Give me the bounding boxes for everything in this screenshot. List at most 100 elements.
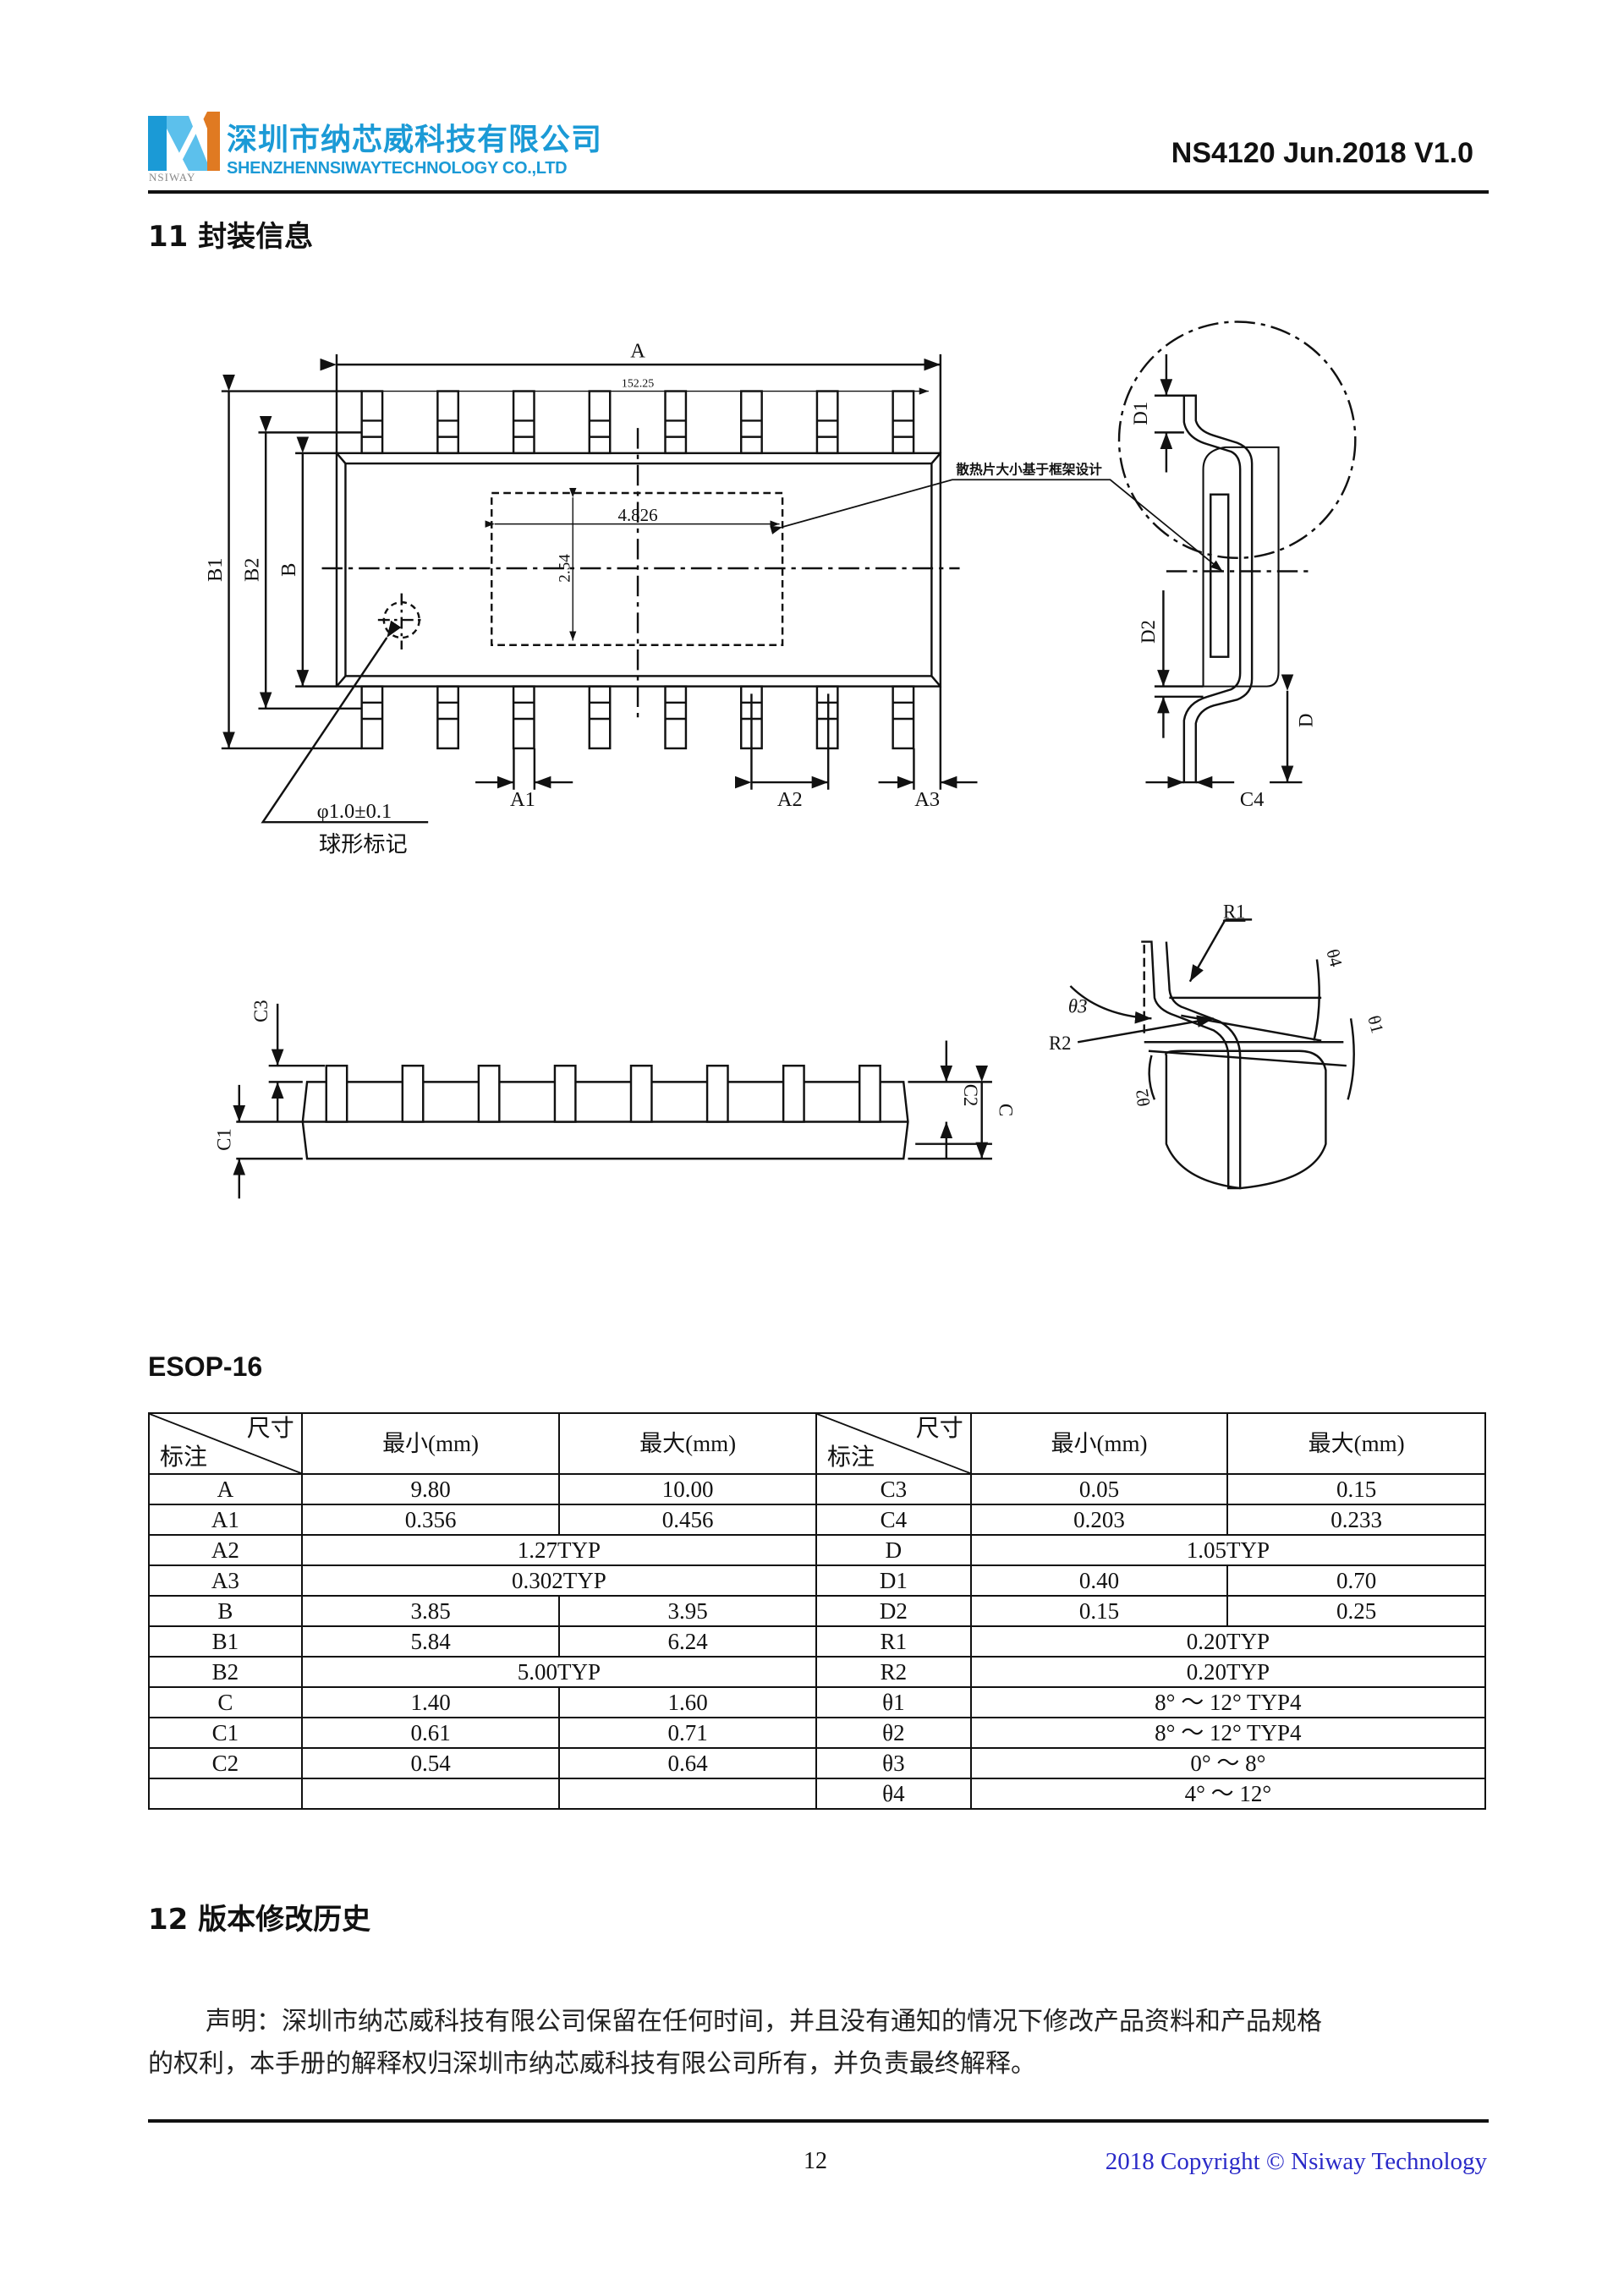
label-theta3: θ3 (1068, 995, 1088, 1016)
min-value: 9.80 (300, 1473, 561, 1505)
pin1-mark-label: 球形标记 (319, 832, 408, 857)
top-lead (664, 390, 688, 455)
dim-label-c4: C4 (1240, 788, 1265, 811)
pad-height-label: 2.54 (557, 554, 574, 583)
label-r1: R1 (1223, 901, 1245, 923)
section-11-title: 11 封装信息 (148, 220, 314, 254)
dimension-symbol: B (148, 1595, 303, 1627)
dim-label-c3: C3 (250, 1000, 272, 1022)
company-name-cn: 深圳市纳芯威科技有限公司 (227, 123, 603, 157)
corner-bottom: 标注 (826, 1444, 875, 1471)
dimension-symbol: C (148, 1686, 303, 1718)
max-value (558, 1778, 817, 1810)
section-12-title: 12 版本修改历史 (148, 1903, 371, 1937)
header-rule (148, 190, 1489, 194)
corner-cell: 尺寸标注 (148, 1412, 303, 1475)
dimension-symbol: θ4 (815, 1778, 972, 1810)
dim-label-a3: A3 (914, 788, 940, 811)
typical-value: 0° ～ 8° (969, 1747, 1487, 1779)
top-lead (815, 390, 839, 455)
max-value: 0.233 (1226, 1504, 1486, 1536)
dimension-symbol: C2 (148, 1747, 303, 1779)
bottom-lead (588, 685, 612, 750)
company-name-en: SHENZHENNSIWAYTECHNOLOGY CO.,LTD (227, 159, 568, 178)
min-header: 最小(mm) (969, 1412, 1229, 1475)
dim-label-a2: A2 (777, 788, 803, 811)
min-value: 0.05 (969, 1473, 1229, 1505)
min-value (300, 1778, 561, 1810)
bottom-lead (892, 685, 915, 750)
max-value: 0.15 (1226, 1473, 1486, 1505)
package-name: ESOP-16 (148, 1351, 263, 1382)
max-value: 1.60 (558, 1686, 817, 1718)
top-view (221, 353, 1223, 824)
bottom-lead (436, 685, 460, 750)
dimension-symbol: A2 (148, 1534, 303, 1566)
dimension-symbol: A3 (148, 1564, 303, 1597)
typical-value: 8° ～ 12° TYP4 (969, 1717, 1487, 1749)
copyright: 2018 Copyright © Nsiway Technology (1105, 2148, 1487, 2175)
dim-label-d2: D2 (1138, 620, 1159, 644)
min-value: 0.203 (969, 1504, 1229, 1536)
heatsink-note: 散热片大小基于框架设计 (956, 461, 1102, 477)
pin1-mark-dim: φ1.0±0.1 (317, 800, 392, 823)
dimension-symbol: C4 (815, 1504, 972, 1536)
dim-label-a1: A1 (510, 788, 535, 811)
dim-label-length: 152.25 (622, 377, 654, 390)
typical-value: 1.27TYP (300, 1534, 817, 1566)
dimension-symbol: A1 (148, 1504, 303, 1536)
corner-top: 尺寸 (915, 1416, 963, 1442)
corner-cell: 尺寸标注 (815, 1412, 972, 1475)
pad-width-label: 4.826 (617, 505, 657, 525)
dimension-symbol: θ1 (815, 1686, 972, 1718)
dim-label-c1: C1 (213, 1128, 234, 1150)
top-lead (512, 390, 535, 455)
max-value: 0.64 (558, 1747, 817, 1779)
min-value: 5.84 (300, 1625, 561, 1658)
dimension-symbol: D1 (815, 1564, 972, 1597)
dim-label-c2: C2 (960, 1084, 981, 1106)
typical-value: 8° ～ 12° TYP4 (969, 1686, 1487, 1718)
dimension-symbol: C3 (815, 1473, 972, 1505)
bottom-lead (360, 685, 384, 750)
max-header: 最大(mm) (558, 1412, 817, 1475)
dim-label-b: B (277, 563, 300, 577)
front-lead (629, 1064, 653, 1123)
label-r2: R2 (1049, 1033, 1071, 1054)
max-value: 6.24 (558, 1625, 817, 1658)
table-header-row: 尺寸标注 最小(mm) 最大(mm) 尺寸标注 最小(mm) 最大(mm) (148, 1412, 1486, 1475)
dimension-symbol: D (815, 1534, 972, 1566)
dimension-symbol: D2 (815, 1595, 972, 1627)
typical-value: 1.05TYP (969, 1534, 1487, 1566)
corner-top: 尺寸 (246, 1416, 294, 1442)
max-value: 0.25 (1226, 1595, 1486, 1627)
company-logo (148, 112, 220, 171)
max-value: 0.456 (558, 1504, 817, 1536)
dim-label-c: C (996, 1104, 1017, 1116)
dimension-symbol: A (148, 1473, 303, 1505)
dimension-symbol: B2 (148, 1656, 303, 1688)
min-header: 最小(mm) (300, 1412, 561, 1475)
dimension-symbol: R2 (815, 1656, 972, 1688)
min-value: 1.40 (300, 1686, 561, 1718)
typical-value: 0.302TYP (300, 1564, 817, 1597)
min-value: 0.15 (969, 1595, 1229, 1627)
statement-line-2: 的权利，本手册的解释权归深圳市纳芯威科技有限公司所有，并负责最终解释。 (148, 2049, 1036, 2079)
top-lead (360, 390, 384, 455)
front-lead (782, 1064, 805, 1123)
top-lead (588, 390, 612, 455)
max-value: 0.70 (1226, 1564, 1486, 1597)
dim-label-b2: B2 (240, 557, 263, 582)
dimension-symbol: θ2 (815, 1717, 972, 1749)
